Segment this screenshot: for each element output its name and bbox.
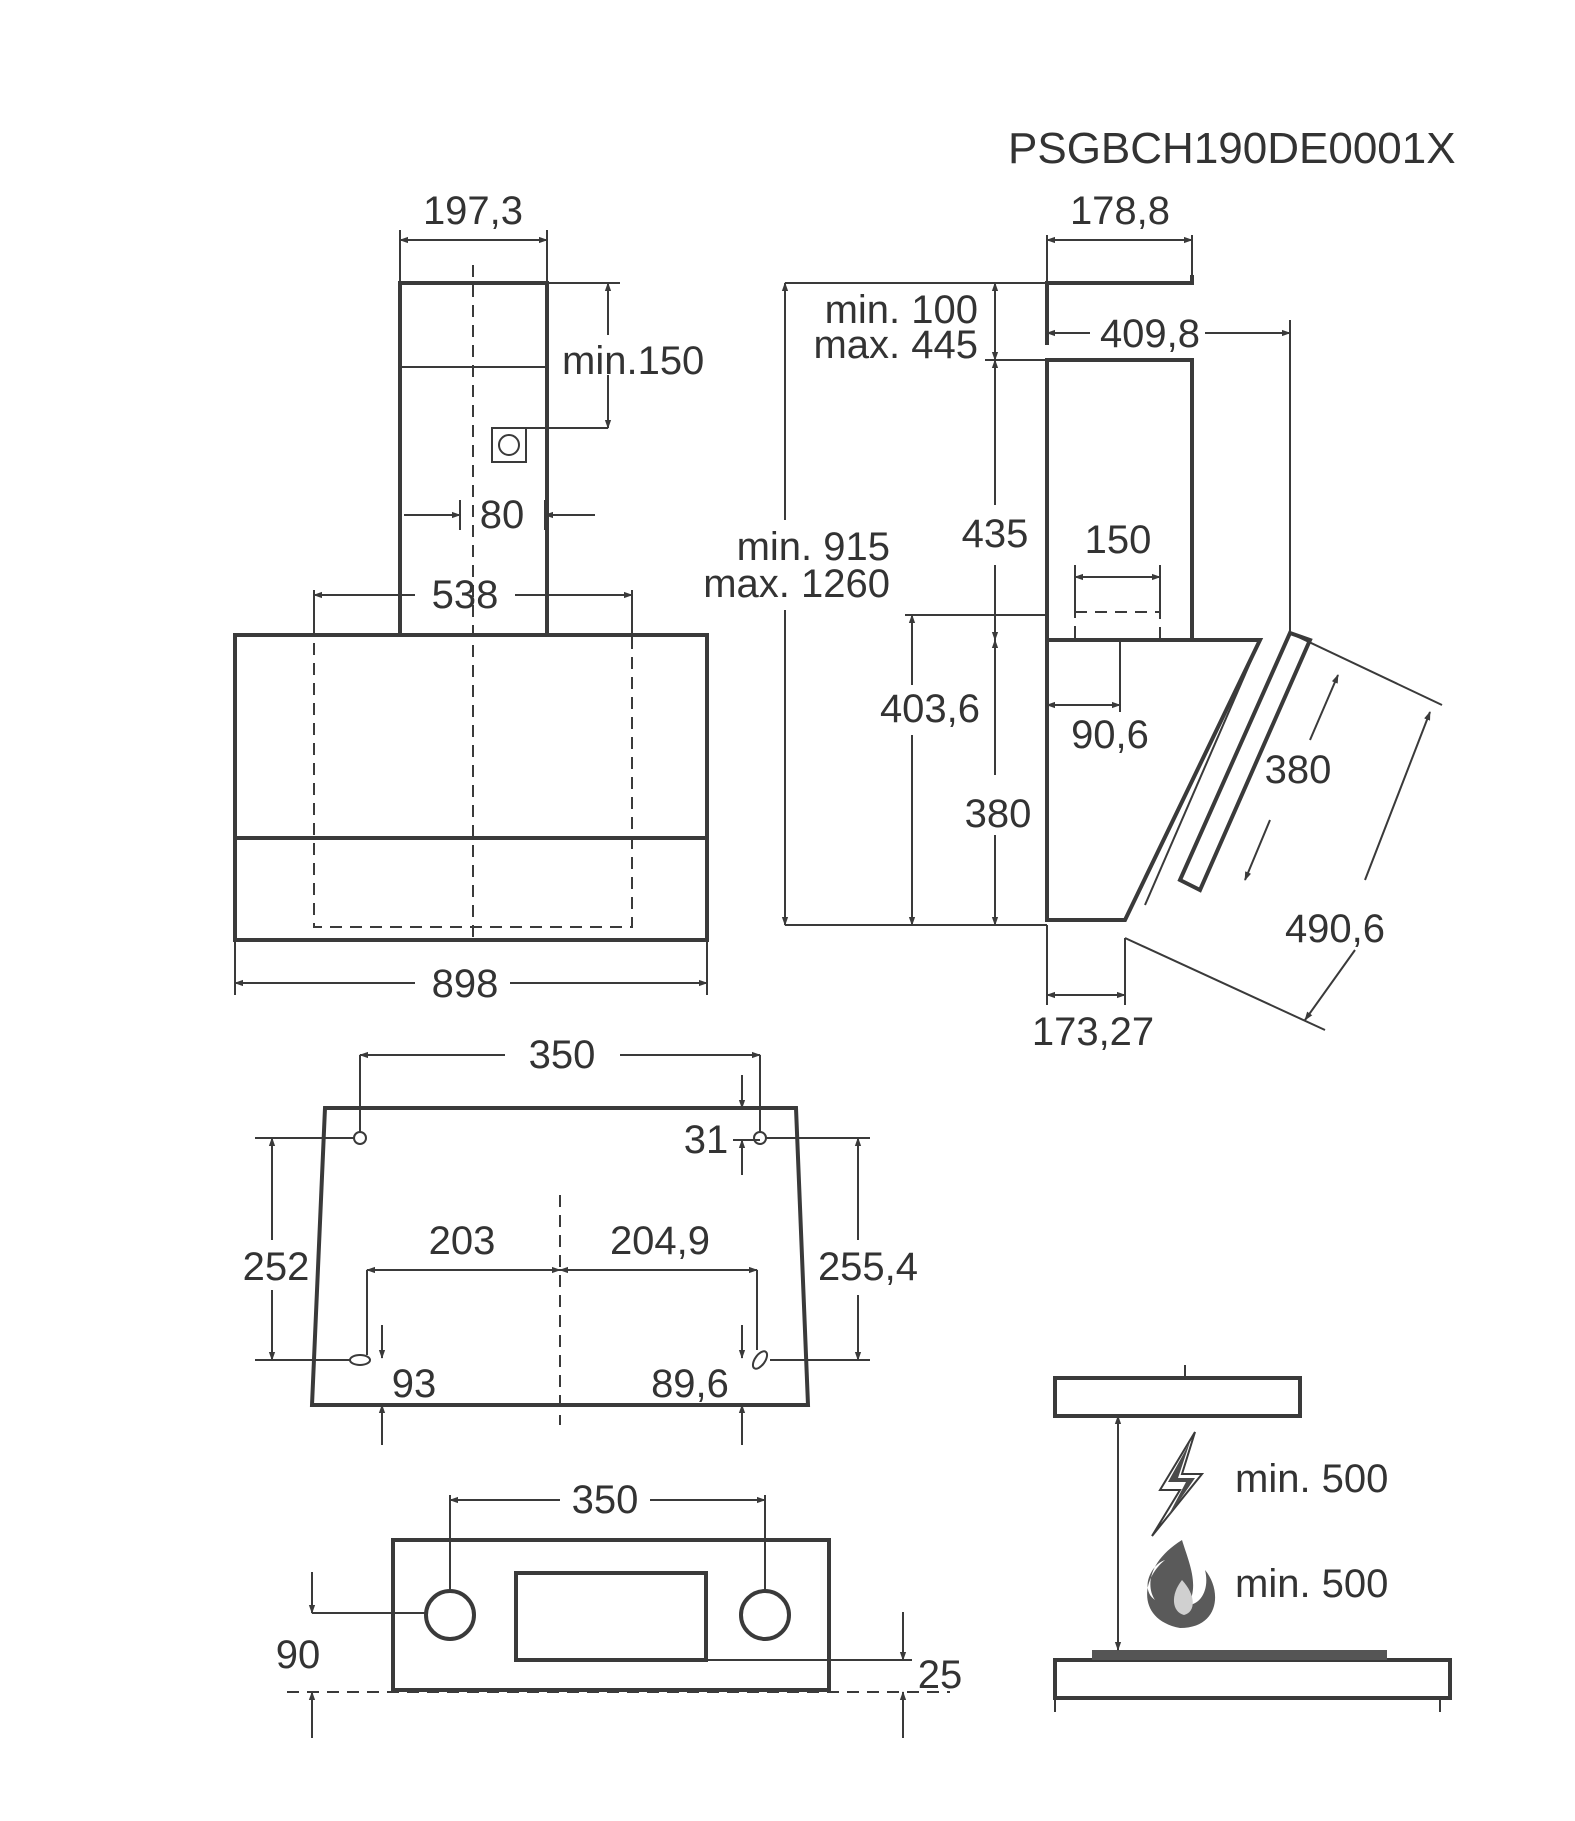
screw-hole-left bbox=[349, 1354, 371, 1366]
side-view: 178,8 min. 915 max. 1260 min. 100 max. 4… bbox=[703, 189, 1443, 1054]
control-window bbox=[514, 1571, 708, 1662]
dim-max-1260: max. 1260 bbox=[703, 562, 890, 606]
bottom-panel bbox=[391, 1538, 831, 1692]
dim-glass-490: 490,6 bbox=[1285, 907, 1385, 951]
dim-bracket-350: 350 bbox=[529, 1033, 596, 1077]
dim-403: 403,6 bbox=[880, 687, 980, 731]
side-hood-body bbox=[1045, 638, 1264, 922]
clearance-gas: min. 500 bbox=[1235, 1562, 1388, 1606]
dim-255: 255,4 bbox=[818, 1245, 918, 1289]
bottom-view: 350 90 25 bbox=[276, 1478, 963, 1738]
dim-glass-380: 380 bbox=[1265, 748, 1332, 792]
dim-depth-409: 409,8 bbox=[1100, 312, 1200, 356]
glass-panel bbox=[1177, 630, 1313, 893]
dim-90: 90 bbox=[276, 1633, 321, 1677]
dim-150: 150 bbox=[1085, 518, 1152, 562]
dim-min-915: min. 915 bbox=[737, 525, 890, 569]
front-view: 197,3 min.150 80 538 898 bbox=[233, 189, 709, 1006]
dim-80: 80 bbox=[480, 493, 525, 537]
mounting-view: 350 31 252 255,4 203 204,9 93 89,6 bbox=[243, 1033, 918, 1445]
dim-538: 538 bbox=[432, 573, 499, 617]
dim-min-150: min.150 bbox=[562, 339, 704, 383]
dim-31: 31 bbox=[684, 1118, 729, 1162]
clearance-electric: min. 500 bbox=[1235, 1457, 1388, 1501]
clearance-hood bbox=[1053, 1376, 1302, 1418]
dim-25: 25 bbox=[918, 1653, 963, 1697]
dim-252: 252 bbox=[243, 1245, 310, 1289]
dim-bottom-350: 350 bbox=[572, 1478, 639, 1522]
light-left bbox=[424, 1589, 476, 1641]
power-socket-icon bbox=[491, 405, 609, 463]
dim-max-445: max. 445 bbox=[813, 323, 978, 367]
flame-icon bbox=[1147, 1540, 1216, 1628]
cooktop bbox=[1053, 1658, 1452, 1700]
dim-93: 93 bbox=[392, 1362, 437, 1406]
product-code: PSGBCH190DE0001X bbox=[1008, 124, 1456, 173]
dim-89: 89,6 bbox=[651, 1362, 729, 1406]
dim-203: 203 bbox=[429, 1219, 496, 1263]
dim-min-100: min. 100 bbox=[825, 288, 978, 332]
light-right bbox=[739, 1589, 791, 1641]
clearance-view: min. 500 min. 500 bbox=[1053, 1365, 1452, 1712]
dim-chimney-depth: 178,8 bbox=[1070, 189, 1170, 233]
dim-90-6: 90,6 bbox=[1071, 713, 1149, 757]
mounting-plate bbox=[309, 1106, 811, 1407]
dim-width-898: 898 bbox=[432, 962, 499, 1006]
dim-435: 435 bbox=[962, 512, 1029, 556]
hob-surface bbox=[1092, 1650, 1387, 1660]
dim-380-height: 380 bbox=[965, 792, 1032, 836]
dim-173: 173,27 bbox=[1032, 1010, 1154, 1054]
front-hood-body bbox=[233, 633, 709, 942]
lightning-icon bbox=[1151, 1431, 1205, 1537]
dim-chimney-width: 197,3 bbox=[423, 189, 523, 233]
screw-hole-right bbox=[751, 1350, 769, 1370]
dim-204: 204,9 bbox=[610, 1219, 710, 1263]
